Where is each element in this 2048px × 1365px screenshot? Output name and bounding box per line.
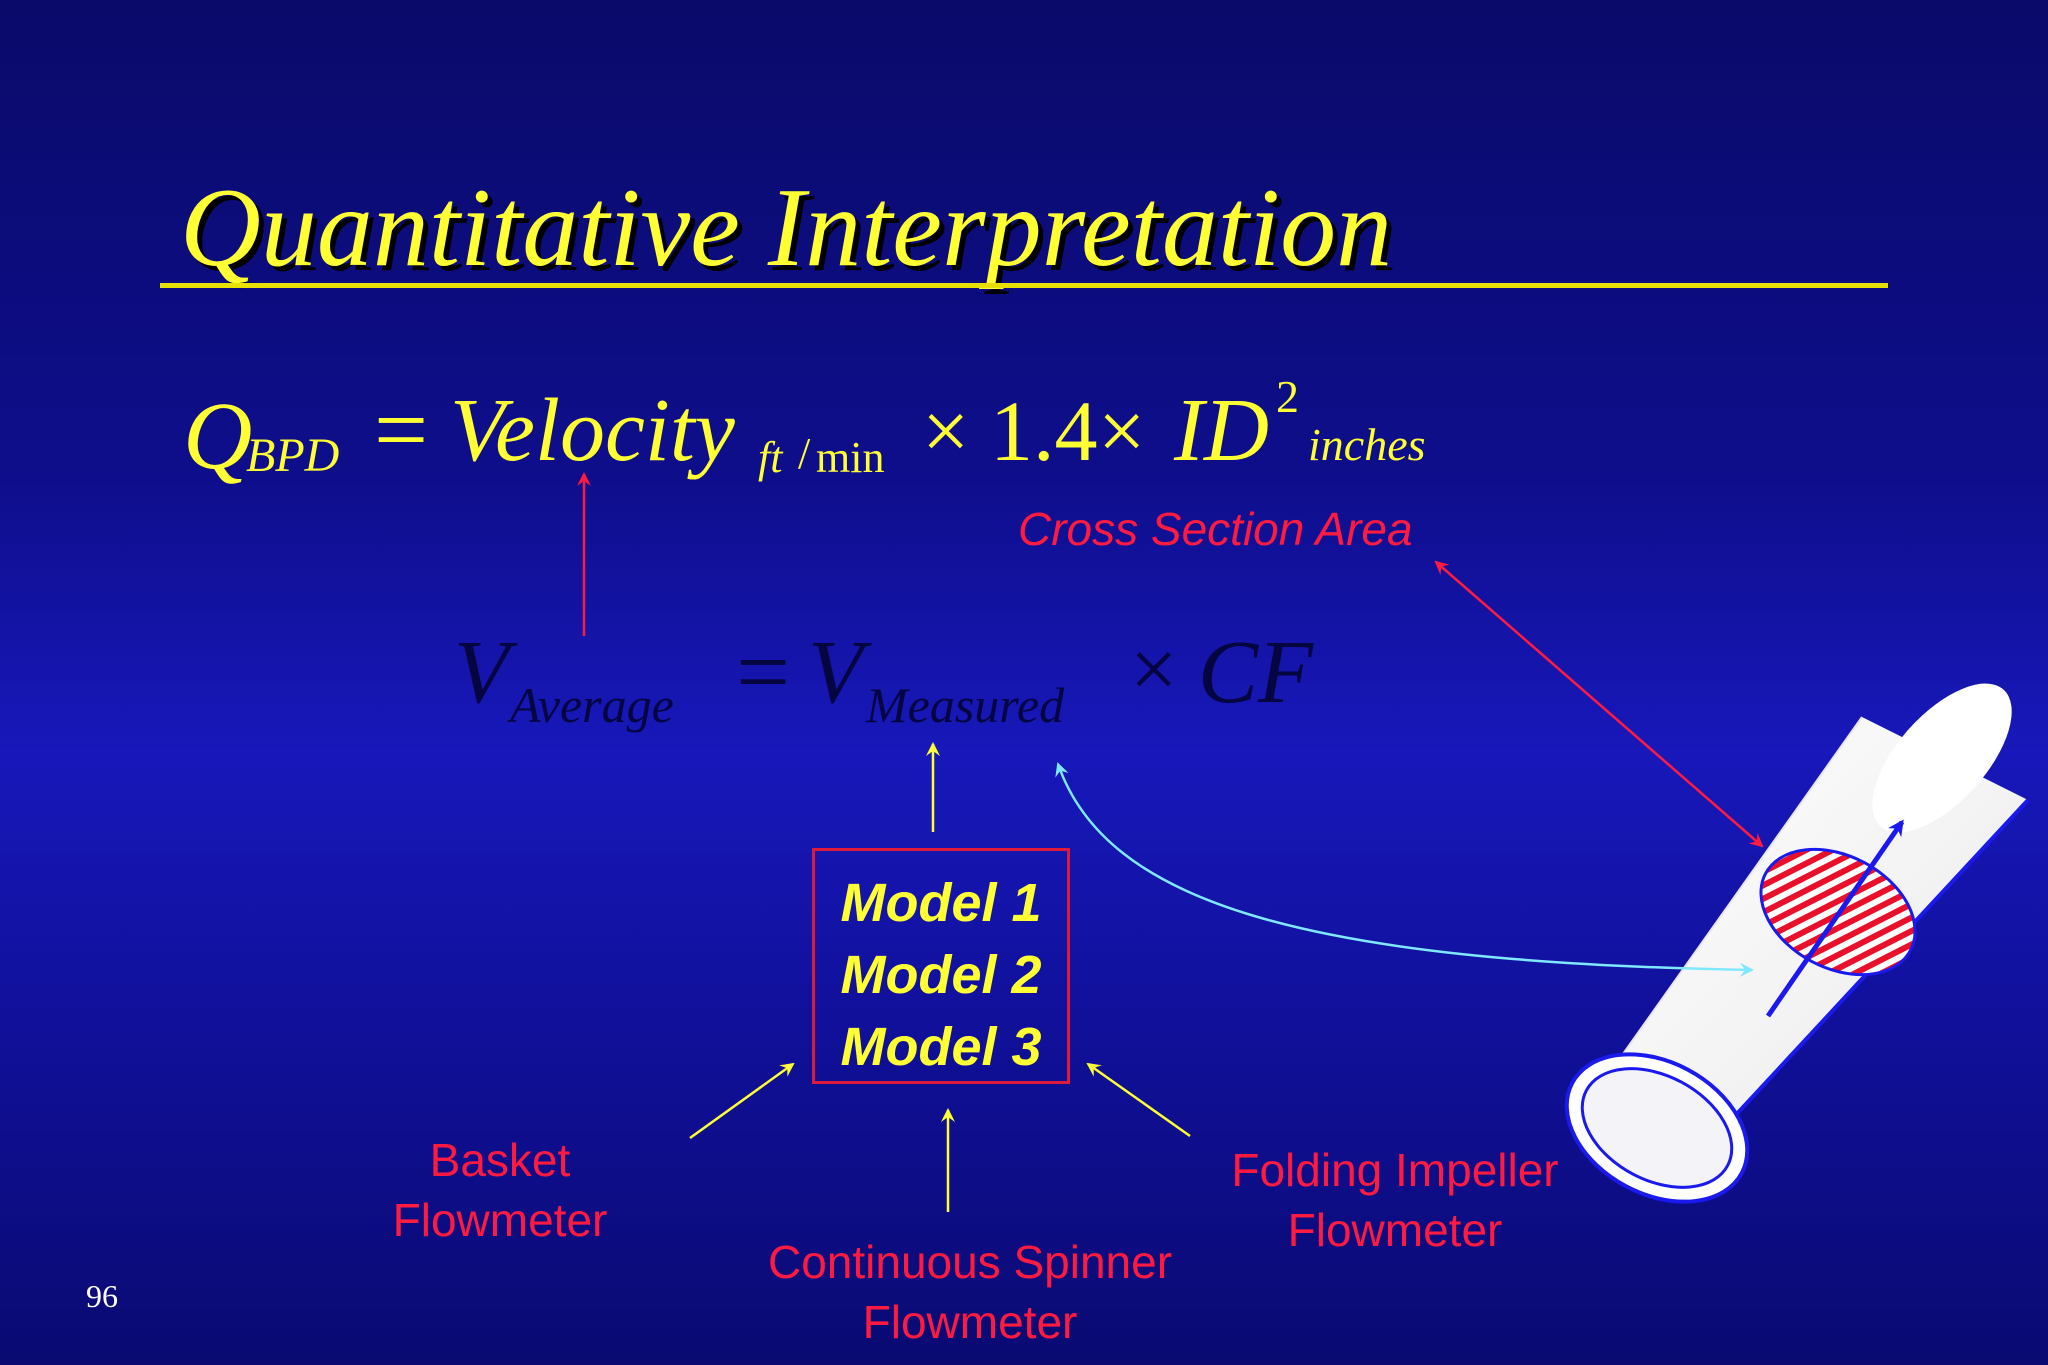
eq2-cf: CF <box>1198 623 1314 722</box>
folding-impeller-line-2: Flowmeter <box>1287 1204 1503 1256</box>
flow-direction-arrow <box>1765 819 1905 1018</box>
continuous-spinner-line-2: Flowmeter <box>862 1296 1078 1348</box>
cross-section-area-label: Cross Section Area <box>1018 503 1413 555</box>
eq1-velocity-sub-ft: ft <box>758 433 783 482</box>
eq1-velocity: Velocity <box>450 381 735 480</box>
folding-impeller-line-1: Folding Impeller <box>1231 1144 1559 1196</box>
pipe-illustration <box>1564 683 2030 1204</box>
eq2-v-average: V <box>454 623 509 722</box>
eq2-v-measured-subscript: Measured <box>866 677 1065 733</box>
eq1-q-subscript: BPD <box>246 429 340 482</box>
folding-arrow <box>1086 1062 1191 1138</box>
page-number: 96 <box>86 1278 118 1314</box>
eq2-times: × <box>1130 623 1178 716</box>
model-1: Model 1 <box>840 873 1042 933</box>
continuous-spinner-flowmeter-label: Continuous Spinner Flowmeter <box>700 1232 1240 1352</box>
continuous-spinner-line-1: Continuous Spinner <box>767 1236 1173 1288</box>
eq1-id-subscript: inches <box>1308 419 1426 470</box>
eq1-times-1: × <box>922 385 970 478</box>
eq1-velocity-sub-slash: / <box>798 429 811 478</box>
basket-flowmeter-line-1: Basket <box>429 1134 571 1186</box>
eq1-id-superscript: 2 <box>1276 371 1299 422</box>
eq1-q: Q <box>183 382 253 489</box>
measurement-curve-arrow <box>1055 762 1754 977</box>
eq1-velocity-sub-min: min <box>816 433 885 482</box>
eq1-id: ID <box>1174 381 1269 480</box>
basket-arrow <box>689 1062 795 1140</box>
model-3: Model 3 <box>840 1017 1042 1077</box>
eq1-equals: = <box>374 376 429 483</box>
folding-impeller-flowmeter-label: Folding Impeller Flowmeter <box>1180 1140 1610 1260</box>
model-2: Model 2 <box>840 945 1042 1005</box>
slide-title: Quantitative Interpretation <box>180 166 1393 290</box>
eq1-constant: 1.4 <box>990 383 1098 479</box>
cross-section-arrow <box>1434 560 1764 848</box>
title-underline <box>160 283 1888 288</box>
eq2-v-measured: V <box>808 623 863 722</box>
basket-flowmeter-label: Basket Flowmeter <box>360 1130 640 1250</box>
basket-flowmeter-line-2: Flowmeter <box>392 1194 608 1246</box>
eq2-equals: = <box>736 618 791 725</box>
eq2-v-average-subscript: Average <box>510 677 674 733</box>
eq1-times-2: × <box>1098 385 1146 478</box>
